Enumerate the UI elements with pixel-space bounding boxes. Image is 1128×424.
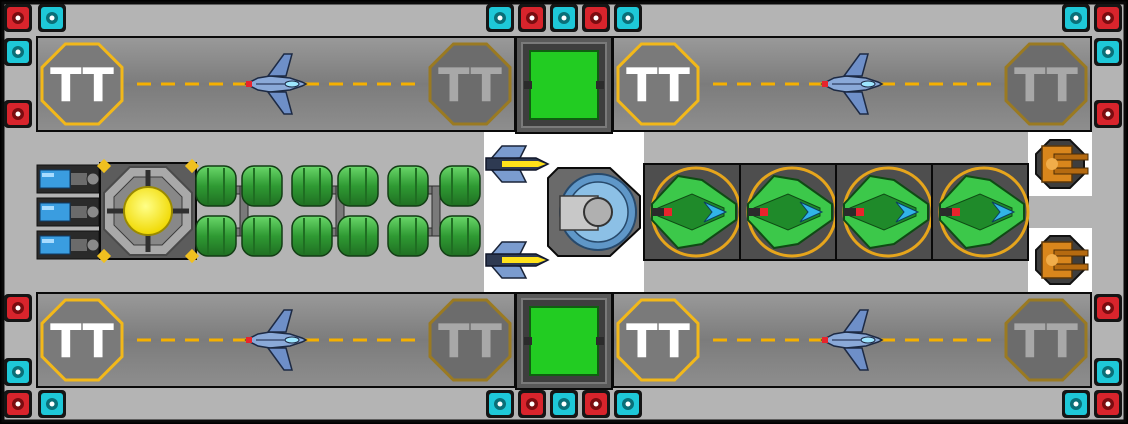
fuel-tank-icon [291,215,333,257]
orange-turret-icon[interactable] [1035,235,1089,285]
red-beacon-icon [1094,100,1122,128]
cyan-beacon-icon [1094,358,1122,386]
landing-pad-icon: TT [428,298,512,382]
reactor-icon[interactable] [96,158,200,264]
red-beacon-icon [1094,4,1122,32]
dome-turret-icon[interactable] [547,167,641,257]
red-beacon-icon [4,294,32,322]
blue-jet-icon[interactable] [820,53,884,115]
landing-pad-icon: TT [40,298,124,382]
yellow-interceptor-icon[interactable] [485,241,550,279]
yellow-interceptor-icon[interactable] [485,145,550,183]
red-beacon-icon [4,100,32,128]
blue-jet-icon[interactable] [820,309,884,371]
cyan-beacon-icon [486,390,514,418]
green-fighter-icon[interactable] [739,163,838,261]
cyan-beacon-icon [38,4,66,32]
landing-pad-icon: TT [1004,298,1088,382]
blue-jet-icon[interactable] [244,53,308,115]
fuel-tank-icon [439,165,481,207]
hangar-top-right: TT TT [612,36,1092,132]
teleporter-icon [529,306,599,376]
red-beacon-icon [4,390,32,418]
red-beacon-icon [582,390,610,418]
fuel-tank-icon [195,165,237,207]
pad-marking: TT [50,314,114,368]
fuel-tank-icon [195,215,237,257]
landing-pad-icon: TT [616,298,700,382]
pad-marking: TT [438,58,502,112]
fuel-tank-icon [337,165,379,207]
thruster-icon [36,164,100,194]
landing-pad-icon: TT [428,42,512,126]
green-fighter-icon[interactable] [643,163,742,261]
cyan-beacon-icon [550,4,578,32]
hangar-bottom-right: TT TT [612,292,1092,388]
cyan-beacon-icon [4,38,32,66]
red-beacon-icon [1094,294,1122,322]
pad-marking: TT [438,314,502,368]
green-fighter-icon[interactable] [931,163,1030,261]
green-fighter-icon[interactable] [835,163,934,261]
red-beacon-icon [582,4,610,32]
red-beacon-icon [4,4,32,32]
fuel-tank-icon [241,215,283,257]
cyan-beacon-icon [550,390,578,418]
hangar-top-left: TT TT [36,36,516,132]
cyan-beacon-icon [614,4,642,32]
landing-pad-icon: TT [40,42,124,126]
cyan-beacon-icon [614,390,642,418]
red-beacon-icon [518,390,546,418]
teleporter-bottom[interactable] [515,292,613,390]
blue-jet-icon[interactable] [244,309,308,371]
cyan-beacon-icon [486,4,514,32]
thruster-icon [36,197,100,227]
landing-pad-icon: TT [616,42,700,126]
fuel-tank-icon [337,215,379,257]
pipe [431,185,441,237]
cyan-beacon-icon [1062,4,1090,32]
pad-marking: TT [626,58,690,112]
fuel-tank-icon [387,215,429,257]
cyan-beacon-icon [1094,38,1122,66]
cyan-beacon-icon [4,358,32,386]
fuel-tank-icon [291,165,333,207]
landing-pad-icon: TT [1004,42,1088,126]
cyan-beacon-icon [1062,390,1090,418]
pad-marking: TT [626,314,690,368]
red-beacon-icon [1094,390,1122,418]
fuel-tank-icon [439,215,481,257]
cyan-beacon-icon [38,390,66,418]
orange-turret-icon[interactable] [1035,139,1089,189]
teleporter-top[interactable] [515,36,613,134]
thruster-icon [36,230,100,260]
pad-marking: TT [1014,314,1078,368]
pad-marking: TT [1014,58,1078,112]
hangar-bottom-left: TT TT [36,292,516,388]
fuel-tank-icon [387,165,429,207]
teleporter-icon [529,50,599,120]
pad-marking: TT [50,58,114,112]
red-beacon-icon [518,4,546,32]
fuel-tank-icon [241,165,283,207]
